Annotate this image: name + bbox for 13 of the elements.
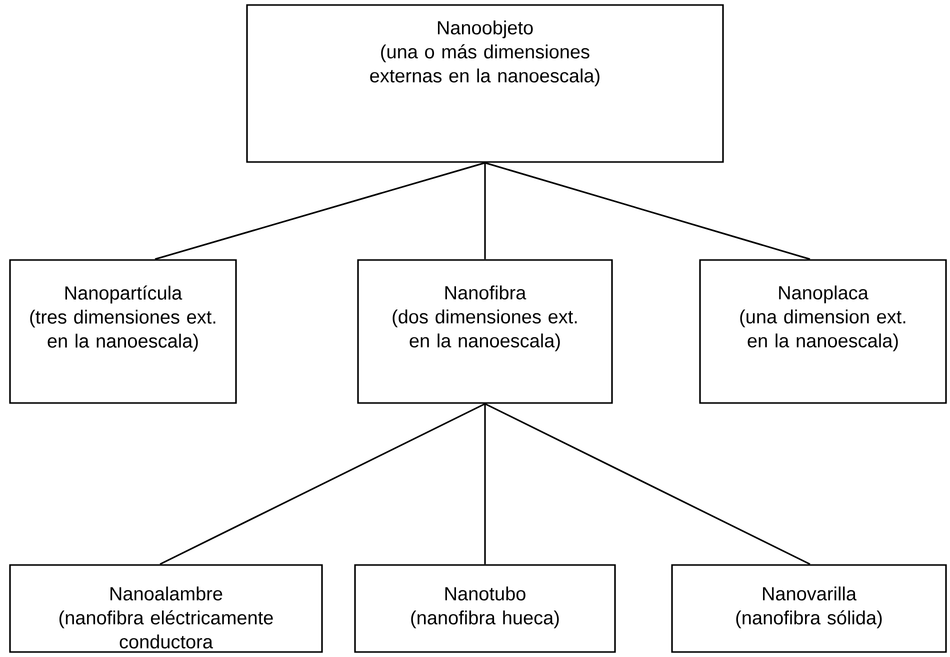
category-box: Nanovarilla (nanofibra sólida) (671, 564, 947, 653)
connector-line (484, 162, 486, 260)
connector-line (484, 403, 810, 565)
category-box: Nanopartícula (tres dimensiones ext. en la nanoescala) (9, 259, 237, 404)
connector-line (484, 162, 810, 260)
category-box: Nanoalambre (nanofibra eléctricamente conductora (9, 564, 323, 653)
connector-line (154, 162, 486, 260)
category-box: Nanotubo (nanofibra hueca) (354, 564, 616, 653)
category-box: Nanoplaca (una dimension ext. en la nanoescala) (699, 259, 947, 404)
category-box: Nanofibra (dos dimensiones ext. en la nanoescala) (357, 259, 613, 404)
category-box: Nanoobjeto (una o más dimensiones externas en la nanoescala) (246, 4, 724, 163)
connector-line (160, 403, 486, 565)
connector-line (484, 404, 486, 564)
